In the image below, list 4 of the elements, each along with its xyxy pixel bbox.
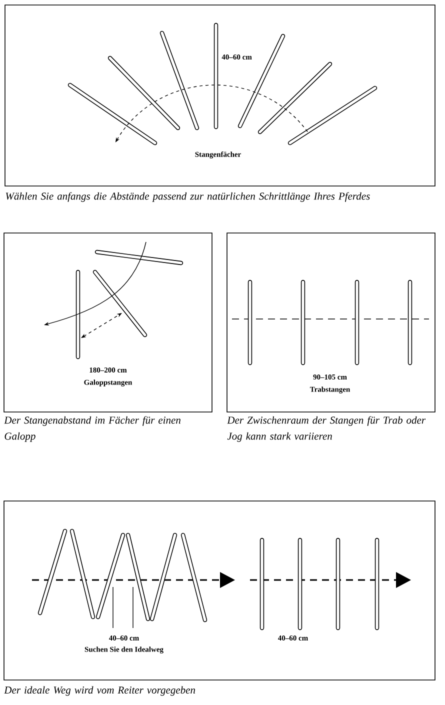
- description-text: Der ideale Weg wird vom Reiter vorgegeben: [4, 686, 196, 696]
- description-text: Wählen Sie anfangs die Abstände passend zur natürlichen Schrittlänge Ihres Pferdes: [6, 192, 370, 202]
- description-text: Der Zwischenraum der Stangen für Trab oder Jog kann stark variieren: [227, 416, 426, 442]
- description-text: Der Stangenabstand im Fächer für einen Galopp: [4, 416, 180, 442]
